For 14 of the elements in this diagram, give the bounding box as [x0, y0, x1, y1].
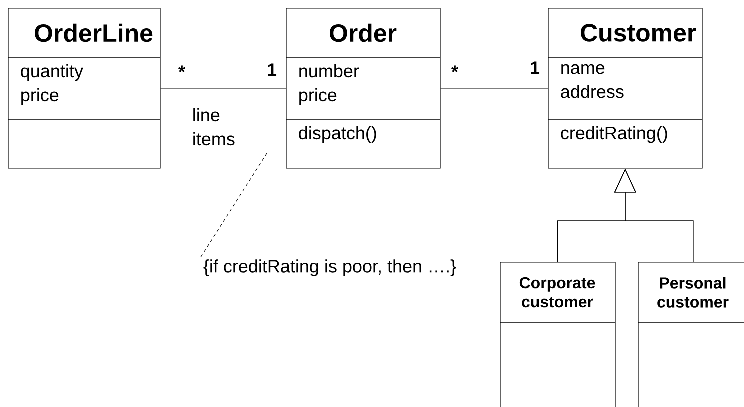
leader-line [200, 152, 268, 258]
constraint-note: {if creditRating is poor, then ….} [204, 260, 456, 276]
association-line [440, 88, 548, 89]
edge-label: line items [194, 108, 235, 146]
multiplicity: 1 [268, 64, 277, 76]
class-box: Customer name address creditRating() [548, 8, 703, 169]
class-box: Personal customer [638, 262, 744, 407]
class-box: Order number price dispatch() [286, 8, 441, 169]
association-line [160, 88, 286, 89]
class-box: OrderLine quantity price [8, 8, 161, 169]
class-box: Corporate customer [500, 262, 616, 407]
multiplicity: * [178, 66, 186, 72]
multiplicity: 1 [531, 62, 540, 74]
multiplicity: * [452, 66, 458, 72]
